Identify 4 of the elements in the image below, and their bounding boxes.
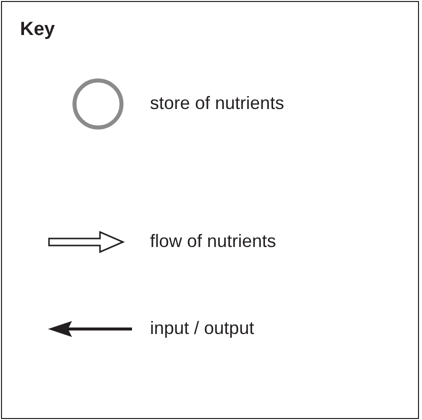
legend-label: store of nutrients bbox=[150, 92, 284, 114]
legend-label: flow of nutrients bbox=[150, 230, 276, 252]
legend-label: input / output bbox=[150, 317, 254, 339]
legend-title: Key bbox=[20, 19, 55, 41]
